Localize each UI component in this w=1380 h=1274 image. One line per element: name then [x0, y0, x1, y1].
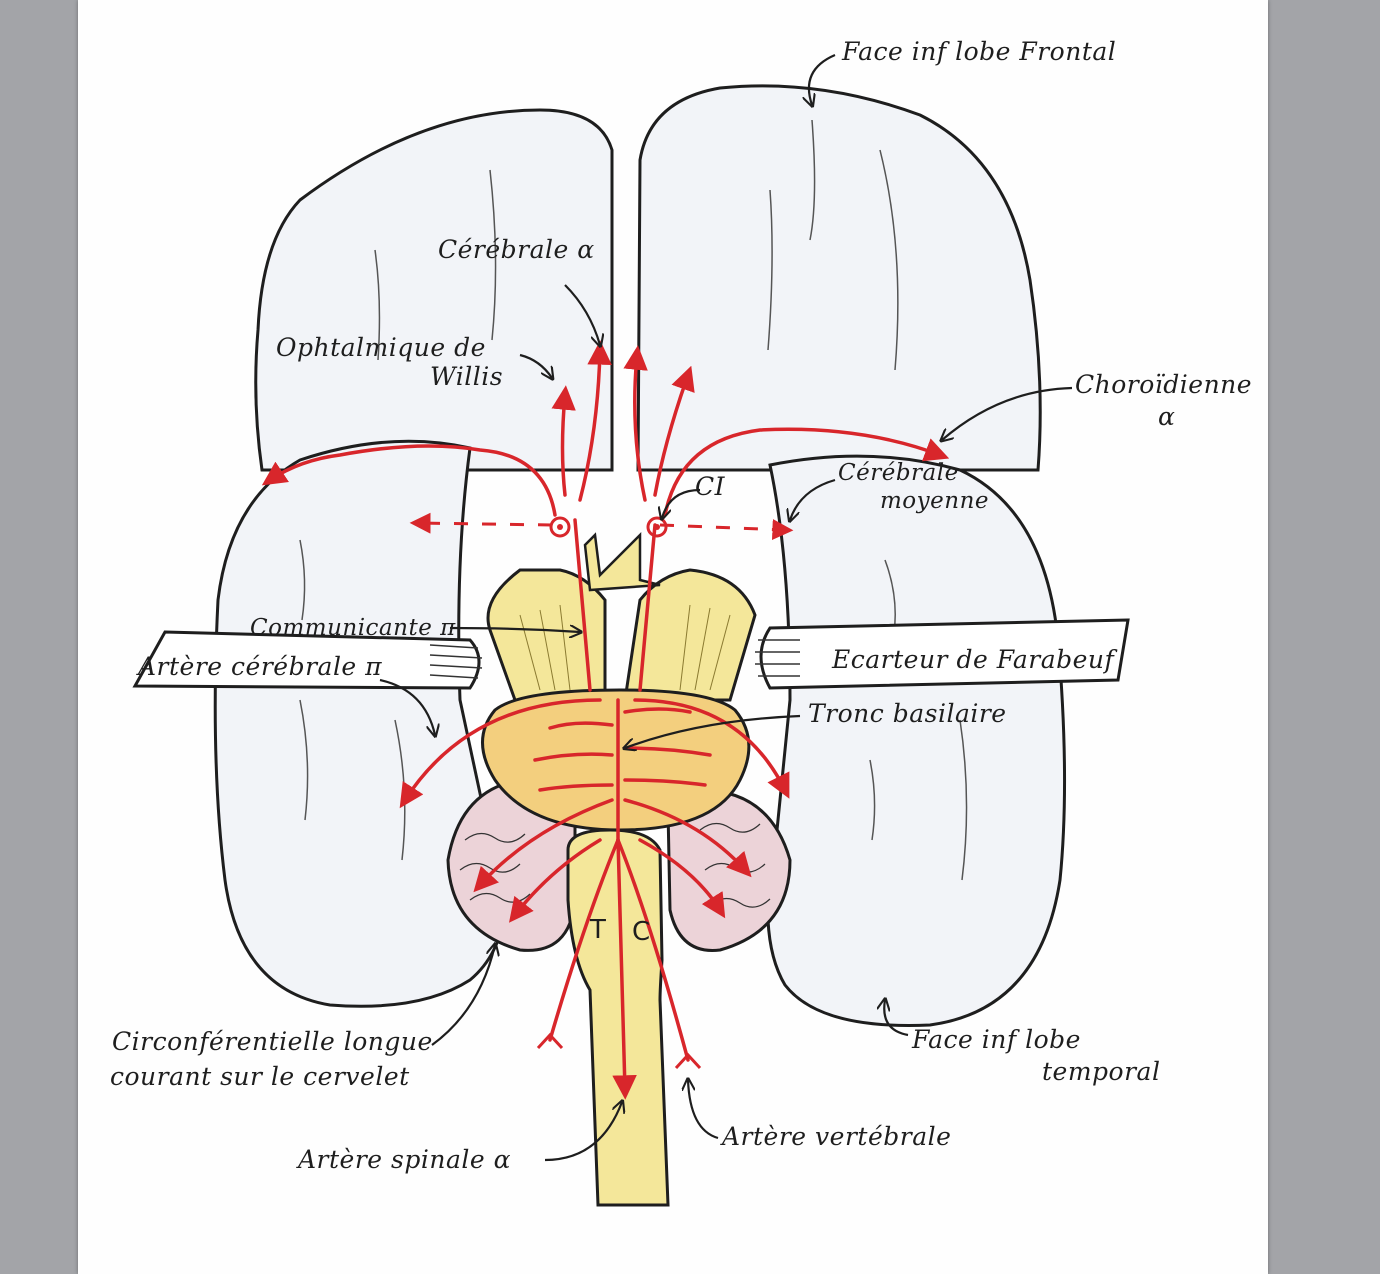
label-cerebrale-moyenne-1: Cérébrale: [838, 460, 959, 486]
circ-left-2: [508, 838, 602, 923]
arteries: [261, 340, 950, 1100]
label-ophtalmique-2: Willis: [430, 362, 503, 391]
cerebellum-left: [446, 778, 577, 952]
label-ci: CI: [695, 472, 726, 501]
carotid-left-dot: [549, 516, 571, 538]
circ-left-1: [473, 798, 614, 893]
retractor-left-hatch: [429, 644, 483, 679]
choroidal-right: [663, 427, 950, 517]
circ-right-2: [638, 838, 726, 919]
label-artere-spinale: Artère spinale α: [296, 1145, 511, 1174]
ophtalmic-right: [653, 365, 695, 497]
vertebral-left: [548, 838, 620, 1042]
temporal-lobe-right: [766, 454, 1067, 1027]
retractor-right-hatch: [755, 639, 800, 677]
retractor-left: [132, 630, 481, 690]
choroidal-left: [261, 444, 557, 517]
leader-lines: [379, 53, 1073, 1162]
aca-right: [623, 345, 648, 502]
pca-left: [399, 698, 602, 809]
label-communicante: Communicante π: [250, 615, 456, 641]
label-face-inf-frontal: Face inf lobe Frontal: [841, 37, 1116, 66]
label-cerebrale-anterieure: Cérébrale α: [438, 235, 595, 264]
label-ecarteur: Ecarteur de Farabeuf: [831, 645, 1118, 674]
label-tc-t: T: [589, 915, 606, 945]
frontal-lobe-right: [636, 84, 1042, 472]
label-circonferentielle-2: courant sur le cervelet: [110, 1062, 410, 1091]
pons: [481, 688, 751, 832]
temporal-lobe-left: [213, 439, 507, 1008]
label-artere-cerebrale-post: Artère cérébrale π: [136, 652, 382, 681]
frontal-gyri: [374, 119, 899, 371]
middle-cerebral: [409, 512, 794, 540]
optic-chiasm: [583, 531, 661, 592]
label-face-inf-temporal-2: temporal: [1042, 1057, 1160, 1086]
label-choroidienne-2: α: [1158, 402, 1175, 431]
vertebral-right: [616, 838, 690, 1062]
spinal-anterior: [612, 838, 637, 1100]
label-face-inf-temporal-1: Face inf lobe: [911, 1025, 1081, 1054]
label-choroidienne-1: Choroïdienne: [1075, 370, 1252, 399]
carotid-right-dot: [646, 516, 668, 538]
temporal-gyri: [299, 539, 968, 881]
label-circonferentielle-1: Circonférentielle longue: [112, 1027, 433, 1056]
label-tc-c: C: [632, 917, 650, 947]
retractor-right: [759, 618, 1130, 690]
label-tronc-basilaire: Tronc basilaire: [808, 699, 1007, 728]
label-ophtalmique-1: Ophtalmique de: [276, 333, 486, 362]
peduncle-striations: [519, 604, 731, 691]
aca-left: [578, 340, 612, 502]
label-cerebrale-moyenne-2: moyenne: [880, 488, 989, 514]
frontal-lobe-left: [254, 108, 614, 472]
circ-right-1: [623, 798, 752, 878]
ophtalmic-left: [551, 385, 576, 497]
label-artere-vertebrale: Artère vertébrale: [720, 1122, 951, 1151]
vertebral-forks: [536, 1032, 702, 1070]
